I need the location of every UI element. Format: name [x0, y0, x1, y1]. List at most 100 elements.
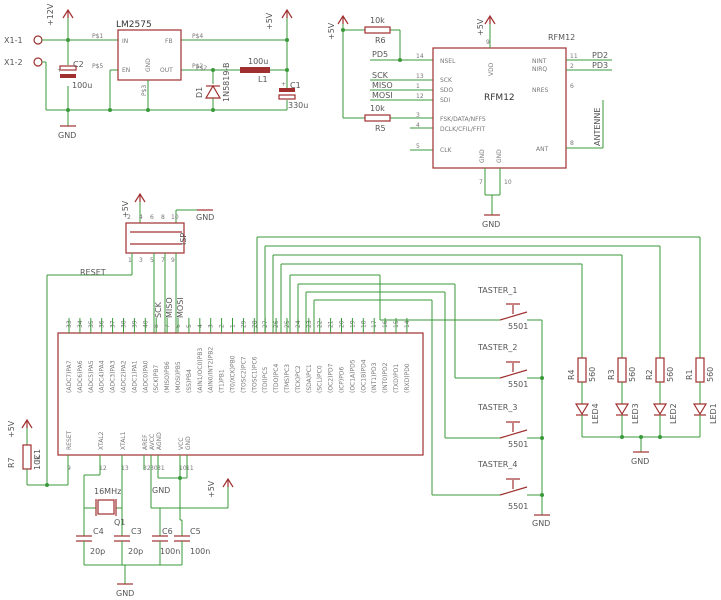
ic1-bottom-pin-number: 31	[157, 465, 165, 472]
svg-text:TASTER_3: TASTER_3	[477, 403, 517, 412]
mosi-label-mcu: MOSI	[176, 297, 185, 318]
taster-1[interactable]: TASTER_1 5501	[477, 286, 528, 331]
ic1-bottom-pin-label: GND	[185, 436, 192, 450]
svg-text:SDO: SDO	[440, 87, 453, 94]
ic1-top-pin-label: (ADC7)PA7	[66, 360, 73, 393]
svg-text:NRES: NRES	[532, 87, 548, 94]
svg-text:16MHz: 16MHz	[94, 487, 121, 496]
r6-resistor	[364, 26, 391, 34]
svg-text:560: 560	[706, 367, 715, 382]
ic1-bottom-pin-number: 11	[186, 465, 194, 472]
svg-text:C6: C6	[162, 527, 173, 536]
svg-text:+5V: +5V	[7, 420, 16, 438]
svg-text:NSEL: NSEL	[440, 58, 456, 65]
svg-text:5501: 5501	[508, 440, 528, 449]
svg-text:GND: GND	[532, 519, 550, 528]
l1-value: 100u	[248, 57, 268, 66]
svg-text:GND: GND	[496, 149, 503, 163]
svg-text:SCK: SCK	[440, 77, 453, 84]
isp-connector: +5V GND ISP 2 4 6 8 10 1 3 5 7 9 RESET S…	[46, 192, 214, 485]
antenna-label: ANTENNE	[593, 108, 602, 146]
svg-text:R4: R4	[567, 369, 576, 380]
svg-text:20p: 20p	[128, 547, 143, 556]
ic1-top-pin-label: (INT0)PD2	[382, 362, 389, 393]
l1-name: L1	[258, 75, 268, 84]
d1-value: 1N5819-B	[222, 62, 231, 102]
led4: LED4	[574, 403, 600, 424]
svg-text:5501: 5501	[508, 322, 528, 331]
svg-text:100n: 100n	[190, 547, 210, 556]
taster-4[interactable]: TASTER_4 5501	[477, 460, 528, 511]
svg-text:+: +	[281, 81, 286, 88]
ic1-top-pin-labels: (ADC7)PA733(ADC6)PA634(ADC5)PA535(ADC4)P…	[66, 318, 411, 393]
svg-text:C4: C4	[93, 527, 104, 536]
svg-text:10: 10	[171, 214, 179, 221]
svg-text:P$3: P$3	[141, 85, 148, 96]
svg-text:11: 11	[570, 53, 578, 60]
svg-text:LED1: LED1	[709, 403, 718, 424]
d1-name: D1	[195, 87, 204, 98]
svg-text:FSK/DATA/NFFS: FSK/DATA/NFFS	[440, 116, 486, 123]
ic1-top-pin-label: (ADC6)PA6	[77, 360, 84, 393]
pd2-label: PD2	[592, 51, 608, 60]
svg-text:Q1: Q1	[114, 518, 125, 527]
svg-text:2: 2	[570, 63, 574, 70]
svg-text:R5: R5	[375, 124, 386, 133]
ic1-bottom-pin-labels: RESET9XTAL212XTAL113AREF32AVCC30AGND31VC…	[66, 430, 194, 472]
ic1-bottom-pin-number: 9	[67, 465, 71, 472]
led2: LED2	[652, 403, 678, 424]
c2-name: C2	[73, 60, 84, 69]
svg-text:CLK: CLK	[440, 147, 453, 154]
svg-text:6: 6	[150, 214, 154, 221]
svg-text:SDI: SDI	[440, 97, 450, 104]
svg-text:GND: GND	[631, 457, 649, 466]
svg-text:2: 2	[127, 214, 131, 221]
ic1-top-pin-label: (TCK)PC2	[295, 365, 302, 393]
svg-text:7: 7	[161, 257, 165, 264]
taster-3[interactable]: TASTER_3 5501	[477, 403, 528, 449]
svg-text:4: 4	[139, 214, 143, 221]
l1-inductor	[240, 67, 270, 73]
ic1-bottom-pin-label: XTAL2	[98, 431, 105, 450]
r7-resistor	[22, 444, 32, 470]
ic1-top-pin-label: (TMS)PC3	[284, 364, 291, 393]
ic1-bottom-pin-number: 32	[143, 465, 151, 472]
ic1-top-pin-label: (SS)PB4	[186, 369, 193, 393]
svg-text:ISP: ISP	[179, 233, 188, 245]
ic1-bottom-pin-number: 10	[179, 465, 187, 472]
svg-text:+5V: +5V	[121, 200, 130, 218]
led1: LED1	[692, 403, 718, 424]
ic1-chip	[57, 332, 424, 456]
ic1-top-pin-label: (AIN1/OC0)PB3	[197, 348, 204, 393]
svg-text:TASTER_1: TASTER_1	[477, 286, 517, 295]
taster-2[interactable]: TASTER_2 5501	[477, 343, 528, 389]
isp-header	[125, 222, 185, 254]
buttons-leds: TASTER_1 5501 TASTER_2 5501 TASTER_3 550…	[256, 236, 718, 528]
svg-text:ANT: ANT	[536, 146, 549, 153]
svg-text:LED2: LED2	[669, 403, 678, 424]
svg-text:+: +	[57, 67, 62, 74]
mosi-label-rfm: MOSI	[372, 91, 393, 100]
ic1-bottom-pin-label: XTAL1	[120, 431, 127, 450]
ic1-top-pin-label: (TXD)PD1	[393, 364, 400, 393]
ic1-top-pin-label: (MOSI)PB5	[175, 361, 182, 393]
svg-text:C3: C3	[131, 527, 142, 536]
c1-capacitor	[279, 88, 295, 92]
ic1-bottom-pin-number: 12	[99, 465, 107, 472]
ic1-top-pin-label: (TOSC2)PC7	[240, 356, 247, 393]
ic1-top-pin-label: (T0/XCK)PB0	[230, 355, 237, 393]
svg-text:9: 9	[486, 39, 490, 46]
svg-text:R6: R6	[375, 36, 386, 45]
svg-text:20p: 20p	[90, 547, 105, 556]
r3-resistor: R3 560	[607, 357, 637, 383]
svg-text:5: 5	[416, 143, 420, 150]
ic1-top-pin-label: (ADC2)PA2	[121, 360, 128, 393]
x1-2-connector	[33, 57, 43, 67]
svg-text:NIRQ: NIRQ	[532, 66, 547, 73]
sck-label-mcu: SCK	[154, 301, 163, 318]
r1-resistor: R1 560	[685, 357, 715, 383]
svg-text:P$1: P$1	[92, 33, 103, 40]
svg-text:10k: 10k	[33, 455, 42, 470]
v12-label: +12V	[46, 3, 55, 26]
